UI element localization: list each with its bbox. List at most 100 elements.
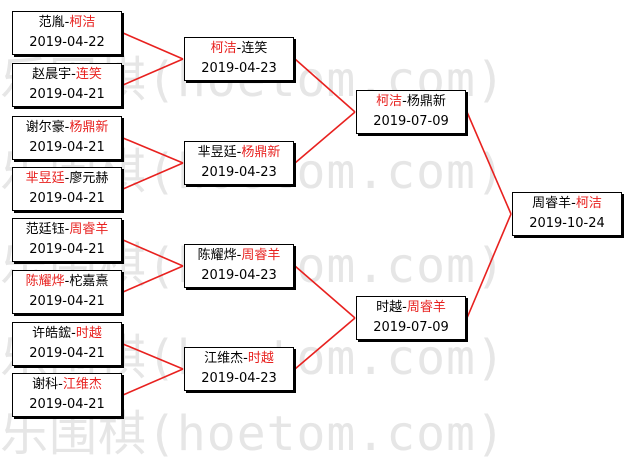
separator: - [71, 326, 76, 341]
match-players: 范廷钰-周睿羊 [13, 220, 121, 240]
connector-r1m2-r2m1 [122, 58, 184, 86]
match-date: 2019-07-09 [373, 320, 449, 335]
loser-name: 谢尔豪 [25, 120, 65, 135]
loser-name: 范胤 [38, 15, 65, 30]
winner-name: 江维杰 [62, 377, 102, 392]
match-players: 周睿羊-柯洁 [513, 194, 621, 214]
connector-r1m4-r2m2 [122, 162, 184, 190]
loser-name: 连笑 [241, 41, 268, 56]
match-date: 2019-04-23 [201, 61, 277, 76]
match-box-r1m5[interactable]: 范廷钰-周睿羊 2019-04-21 [12, 218, 122, 262]
winner-name: 柯洁 [210, 41, 237, 56]
winner-name: 周睿羊 [241, 248, 281, 263]
match-date: 2019-07-09 [373, 114, 449, 129]
loser-name: 柁嘉熹 [69, 274, 109, 289]
separator: - [64, 15, 70, 30]
connector-r2m1-r3m1 [294, 58, 356, 113]
winner-name: 柯洁 [376, 94, 403, 109]
match-players: 江维杰-时越 [185, 349, 293, 369]
match-players: 柯洁-连笑 [185, 39, 293, 59]
match-date: 2019-04-23 [201, 165, 277, 180]
match-date: 2019-04-21 [29, 191, 105, 206]
loser-name: 范廷钰 [25, 222, 65, 237]
match-box-r2m1[interactable]: 柯洁-连笑 2019-04-23 [184, 37, 294, 81]
loser-name: 时越 [376, 300, 403, 315]
loser-name: 江维杰 [204, 351, 244, 366]
separator: - [58, 377, 63, 392]
separator: - [64, 120, 70, 135]
connector-r1m1-r2m1 [122, 32, 184, 60]
winner-name: 周睿羊 [406, 300, 446, 315]
match-date: 2019-04-21 [29, 397, 105, 412]
separator: - [402, 94, 407, 109]
match-players: 陈耀烨-周睿羊 [185, 246, 293, 266]
match-date: 2019-10-24 [529, 216, 605, 231]
match-date: 2019-04-23 [201, 268, 277, 283]
winner-name: 芈昱廷 [25, 171, 65, 186]
separator: - [64, 274, 70, 289]
connector-r2m2-r3m1 [294, 111, 356, 164]
winner-name: 陈耀烨 [25, 274, 65, 289]
connector-r1m7-r2m4 [122, 343, 184, 370]
match-players: 谢尔豪-杨鼎新 [13, 118, 121, 138]
match-players: 许皓鋐-时越 [13, 324, 121, 344]
separator: - [236, 145, 242, 160]
match-box-r1m1[interactable]: 范胤-柯洁 2019-04-22 [12, 11, 122, 55]
separator: - [243, 351, 248, 366]
match-players: 谢科-江维杰 [13, 375, 121, 395]
connector-r1m8-r2m4 [122, 368, 184, 396]
loser-name: 廖元赫 [69, 171, 109, 186]
separator: - [236, 248, 242, 263]
match-date: 2019-04-23 [201, 371, 277, 386]
separator: - [64, 171, 70, 186]
winner-name: 柯洁 [575, 196, 602, 211]
separator: - [64, 222, 70, 237]
winner-name: 杨鼎新 [69, 120, 109, 135]
connector-r3m1-final [466, 111, 512, 215]
match-box-r1m7[interactable]: 许皓鋐-时越 2019-04-21 [12, 322, 122, 366]
match-players: 时越-周睿羊 [357, 298, 465, 318]
winner-name: 时越 [75, 326, 102, 341]
connector-r2m3-r3m2 [294, 265, 356, 319]
loser-name: 谢科 [32, 377, 59, 392]
loser-name: 赵晨宇 [32, 67, 72, 82]
separator: - [236, 41, 242, 56]
match-players: 范胤-柯洁 [13, 13, 121, 33]
match-players: 芈昱廷-廖元赫 [13, 169, 121, 189]
winner-name: 连笑 [75, 67, 102, 82]
match-box-final[interactable]: 周睿羊-柯洁 2019-10-24 [512, 192, 622, 236]
separator: - [71, 67, 76, 82]
winner-name: 柯洁 [69, 15, 96, 30]
match-players: 芈昱廷-杨鼎新 [185, 143, 293, 163]
separator: - [402, 300, 407, 315]
connector-r3m2-final [466, 213, 512, 319]
match-box-r2m3[interactable]: 陈耀烨-周睿羊 2019-04-23 [184, 244, 294, 288]
connector-r2m4-r3m2 [294, 317, 356, 370]
match-players: 陈耀烨-柁嘉熹 [13, 272, 121, 292]
match-date: 2019-04-21 [29, 294, 105, 309]
match-players: 柯洁-杨鼎新 [357, 92, 465, 112]
match-date: 2019-04-21 [29, 346, 105, 361]
match-box-r1m6[interactable]: 陈耀烨-柁嘉熹 2019-04-21 [12, 270, 122, 314]
separator: - [571, 196, 576, 211]
match-date: 2019-04-21 [29, 242, 105, 257]
match-box-r3m2[interactable]: 时越-周睿羊 2019-07-09 [356, 296, 466, 340]
winner-name: 周睿羊 [69, 222, 109, 237]
match-box-r1m2[interactable]: 赵晨宇-连笑 2019-04-21 [12, 63, 122, 107]
match-box-r1m4[interactable]: 芈昱廷-廖元赫 2019-04-21 [12, 167, 122, 211]
match-box-r3m1[interactable]: 柯洁-杨鼎新 2019-07-09 [356, 90, 466, 134]
connector-r1m3-r2m2 [122, 137, 184, 164]
match-box-r2m2[interactable]: 芈昱廷-杨鼎新 2019-04-23 [184, 141, 294, 185]
loser-name: 杨鼎新 [406, 94, 446, 109]
connector-r1m5-r2m3 [122, 239, 184, 267]
loser-name: 陈耀烨 [197, 248, 237, 263]
loser-name: 芈昱廷 [197, 145, 237, 160]
match-box-r2m4[interactable]: 江维杰-时越 2019-04-23 [184, 347, 294, 391]
winner-name: 杨鼎新 [241, 145, 281, 160]
match-date: 2019-04-22 [29, 35, 105, 50]
loser-name: 许皓鋐 [32, 326, 72, 341]
match-box-r1m8[interactable]: 谢科-江维杰 2019-04-21 [12, 373, 122, 417]
winner-name: 时越 [247, 351, 274, 366]
match-date: 2019-04-21 [29, 87, 105, 102]
